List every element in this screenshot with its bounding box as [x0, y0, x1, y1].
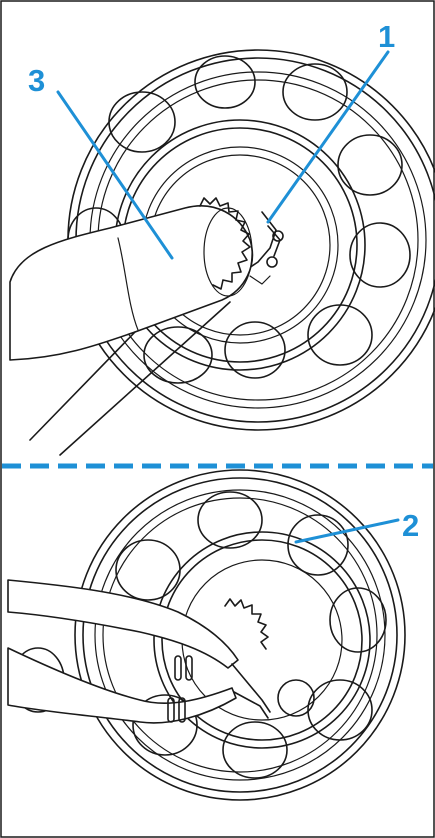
callout-label-2: 2 [402, 508, 419, 543]
callout-label-1: 1 [378, 19, 395, 54]
top-panel: 1 3 [9, 19, 435, 456]
bottom-bearing-outer-rings [74, 469, 406, 801]
bottom-panel: 2 [7, 469, 419, 801]
leader-line-1 [266, 50, 390, 224]
top-retaining-clip [245, 211, 284, 285]
leader-line-3 [56, 90, 174, 260]
leader-line-2 [294, 518, 400, 544]
bottom-pliers [7, 579, 315, 724]
top-installation-tool [9, 197, 254, 456]
callout-label-3: 3 [28, 63, 45, 98]
